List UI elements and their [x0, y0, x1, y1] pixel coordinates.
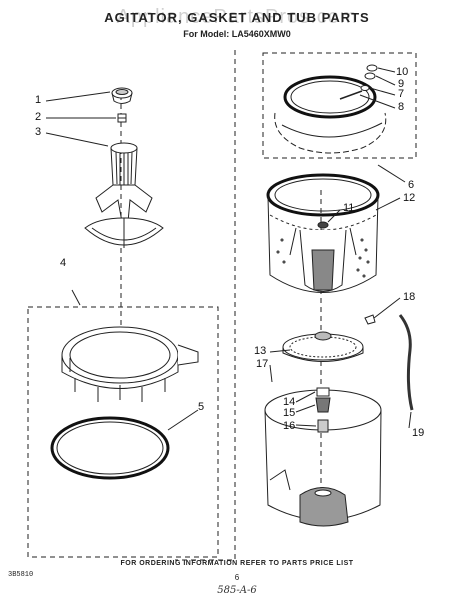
- assembly-box-4: [27, 306, 219, 558]
- leader-6: [377, 164, 406, 183]
- callout-2: 2: [35, 111, 42, 123]
- callout-1: 1: [35, 94, 42, 106]
- callout-13: 13: [254, 345, 267, 357]
- agitator-cap: [111, 87, 133, 104]
- ordering-info-note: FOR ORDERING INFORMATION REFER TO PARTS …: [120, 560, 354, 567]
- tub-ring: [61, 326, 199, 402]
- agitator-nut: [117, 113, 127, 123]
- callout-11: 11: [343, 202, 355, 214]
- basket-plug: [364, 314, 376, 325]
- diagram-title: AGITATOR, GASKET AND TUB PARTS: [104, 10, 370, 25]
- callout-6: 6: [408, 179, 415, 191]
- agitator: [84, 142, 164, 248]
- callout-5: 5: [198, 401, 205, 413]
- drive-bell: [282, 331, 364, 362]
- wash-basket: [266, 173, 380, 293]
- callout-17: 17: [256, 358, 269, 370]
- leader-dashed-line: [175, 50, 236, 561]
- leader-lines: [45, 67, 412, 429]
- callout-10: 10: [396, 66, 409, 78]
- callout-19: 19: [412, 427, 425, 439]
- leader-5: [167, 409, 199, 431]
- drawing-code: 3B5810: [8, 571, 34, 579]
- fasteners-7-10: [339, 64, 378, 100]
- balance-ring: [274, 75, 387, 154]
- assembly-box-6: [262, 52, 417, 159]
- model-label: For Model: LA5460XMW0: [183, 29, 291, 39]
- callout-9: 9: [398, 78, 405, 90]
- callout-15: 15: [283, 407, 296, 419]
- tub-gasket: [50, 416, 170, 480]
- handwritten-note: 585-A-6: [217, 585, 257, 596]
- callout-4: 4: [60, 257, 67, 269]
- callout-18: 18: [403, 291, 416, 303]
- callout-3: 3: [35, 126, 42, 138]
- callout-14: 14: [283, 396, 296, 408]
- callout-8: 8: [398, 101, 405, 113]
- page-number: 6: [234, 573, 240, 582]
- callout-16: 16: [283, 420, 296, 432]
- drain-hose: [398, 314, 414, 411]
- callout-12: 12: [403, 192, 416, 204]
- callout-7: 7: [398, 88, 405, 100]
- leader-4: [71, 289, 81, 306]
- hub-parts: [315, 387, 331, 433]
